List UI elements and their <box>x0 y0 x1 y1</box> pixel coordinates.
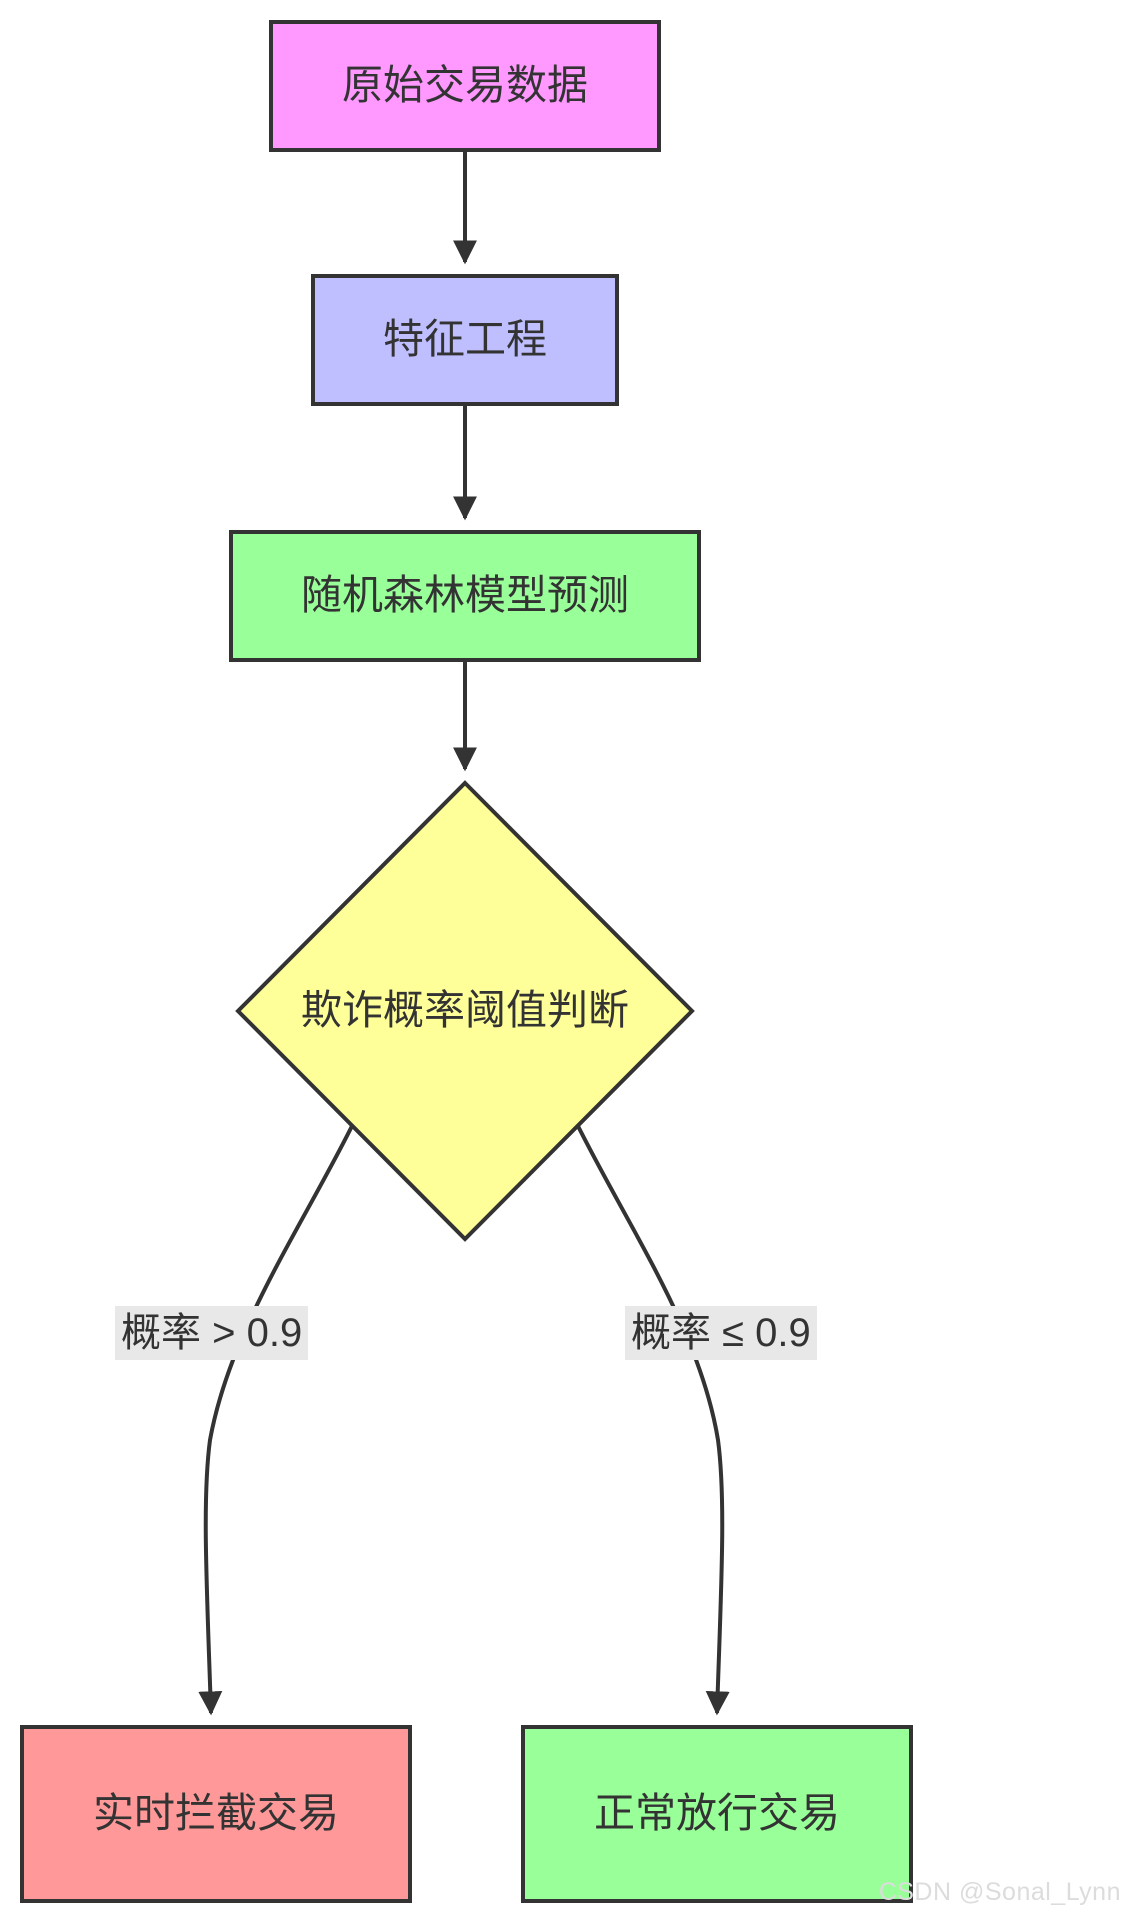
edge-decision-to-block <box>198 1125 354 1716</box>
edge-decision-to-allow <box>576 1125 730 1716</box>
edge-label-low-probability: 概率 ≤ 0.9 <box>625 1306 817 1360</box>
node-raw-data-shape[interactable] <box>269 20 661 152</box>
node-allow-transaction-shape[interactable] <box>521 1725 913 1903</box>
watermark-text: CSDN @Sonal_Lynn <box>878 1878 1121 1906</box>
node-feature-engineering-shape[interactable] <box>311 274 619 406</box>
node-block-transaction-shape[interactable] <box>20 1725 412 1903</box>
node-fraud-threshold-decision-shape[interactable] <box>235 780 695 1242</box>
edge-label-high-probability: 概率 > 0.9 <box>115 1306 309 1360</box>
node-random-forest-predict-shape[interactable] <box>229 530 701 662</box>
